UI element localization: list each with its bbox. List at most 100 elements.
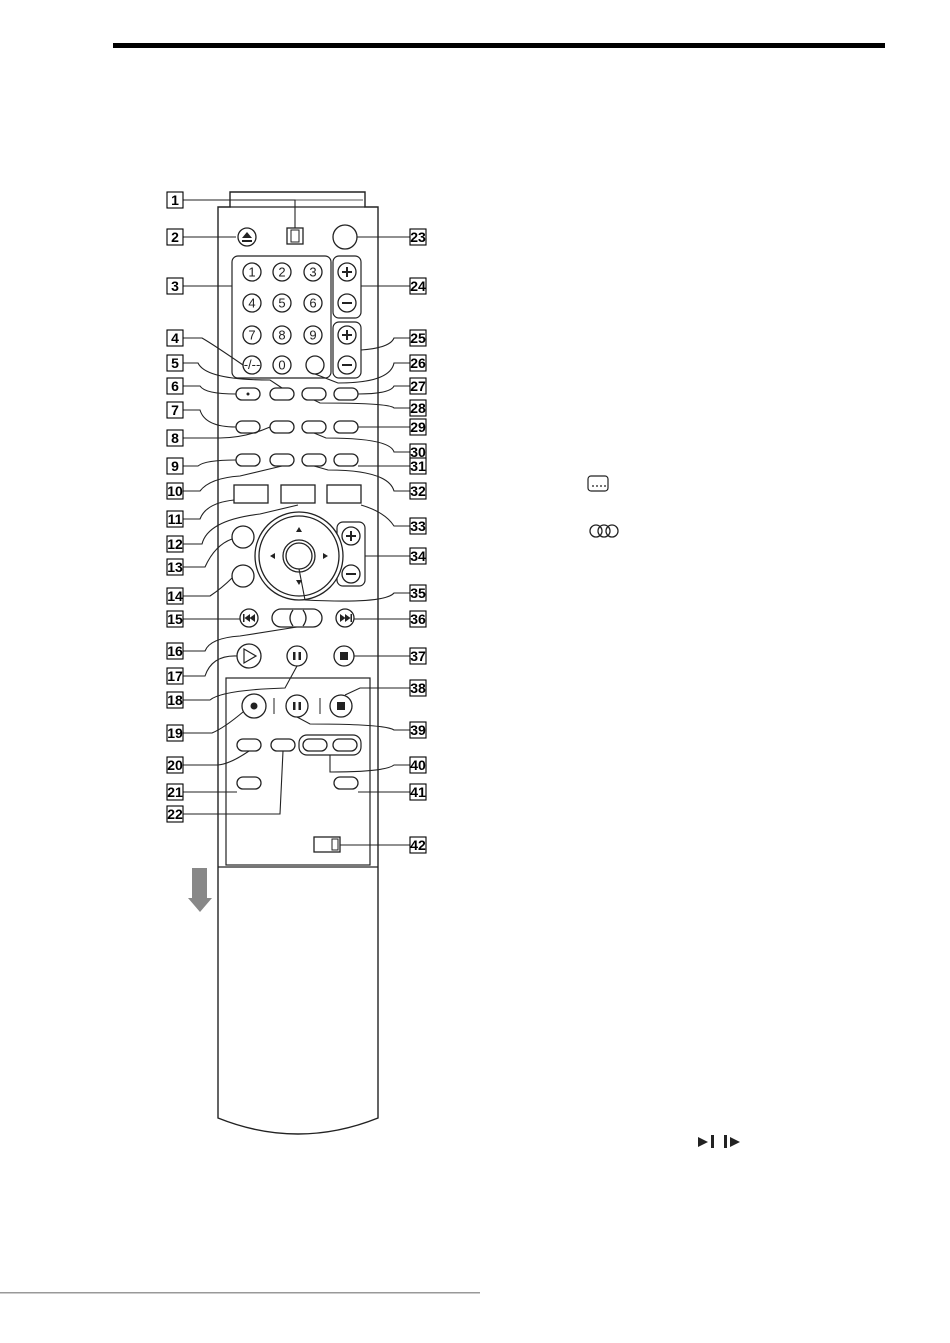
callout-26: 26 bbox=[410, 355, 426, 371]
button-33[interactable] bbox=[327, 485, 361, 503]
callout-39: 39 bbox=[410, 722, 426, 738]
button-28[interactable] bbox=[302, 388, 326, 400]
callout-28: 28 bbox=[410, 400, 426, 416]
callout-number: 9 bbox=[171, 458, 179, 474]
button-10[interactable] bbox=[270, 454, 294, 466]
callout-22: 22 bbox=[167, 806, 183, 822]
callout-7: 7 bbox=[167, 402, 183, 418]
callout-20: 20 bbox=[167, 757, 183, 773]
slide-down-arrow-icon bbox=[188, 868, 212, 912]
callout-number: 6 bbox=[171, 378, 179, 394]
button-7[interactable] bbox=[236, 421, 260, 433]
button-21[interactable] bbox=[237, 777, 261, 789]
navigation-pad[interactable] bbox=[255, 512, 343, 600]
callout-number: 22 bbox=[167, 806, 183, 822]
digit-label-8: 8 bbox=[278, 328, 285, 343]
shuttle-ring[interactable] bbox=[272, 609, 322, 627]
callout-12: 12 bbox=[167, 536, 183, 552]
callout-16: 16 bbox=[167, 643, 183, 659]
button-9[interactable] bbox=[236, 454, 260, 466]
callout-19: 19 bbox=[167, 725, 183, 741]
callout-number: 12 bbox=[167, 536, 183, 552]
callout-36: 36 bbox=[410, 611, 426, 627]
callout-18: 18 bbox=[167, 692, 183, 708]
button-32[interactable] bbox=[302, 454, 326, 466]
button-27[interactable] bbox=[334, 388, 358, 400]
button-26[interactable] bbox=[306, 356, 324, 374]
callout-number: 27 bbox=[410, 378, 426, 394]
record-pause-button[interactable] bbox=[286, 695, 308, 717]
button-8[interactable] bbox=[270, 421, 294, 433]
callout-9: 9 bbox=[167, 458, 183, 474]
callout-number: 38 bbox=[410, 680, 426, 696]
right-callouts: 2324252627282930313233343536373839404142 bbox=[410, 229, 426, 853]
stop-icon bbox=[340, 652, 348, 660]
digit-label-2: 2 bbox=[278, 265, 285, 280]
callout-5: 5 bbox=[167, 355, 183, 371]
button-12[interactable] bbox=[281, 485, 315, 503]
pause-button[interactable] bbox=[287, 646, 307, 666]
button-11[interactable] bbox=[234, 485, 268, 503]
callout-number: 20 bbox=[167, 757, 183, 773]
digit-label-3: 3 bbox=[309, 265, 316, 280]
callout-11: 11 bbox=[167, 511, 183, 527]
callout-29: 29 bbox=[410, 419, 426, 435]
callout-number: 15 bbox=[167, 611, 183, 627]
digit-label-7: 7 bbox=[248, 328, 255, 343]
callout-2: 2 bbox=[167, 229, 183, 245]
callout-4: 4 bbox=[167, 330, 183, 346]
callout-number: 41 bbox=[410, 784, 426, 800]
callout-number: 11 bbox=[168, 511, 183, 527]
callout-number: 13 bbox=[167, 559, 183, 575]
callout-41: 41 bbox=[410, 784, 426, 800]
record-stop-icon bbox=[337, 702, 345, 710]
digit-label-6: 6 bbox=[309, 296, 316, 311]
button-40a[interactable] bbox=[303, 739, 327, 751]
callout-number: 18 bbox=[167, 692, 183, 708]
callout-25: 25 bbox=[410, 330, 426, 346]
callout-number: 37 bbox=[410, 648, 426, 664]
button-29[interactable] bbox=[334, 421, 358, 433]
callout-number: 35 bbox=[410, 585, 426, 601]
button-30[interactable] bbox=[302, 421, 326, 433]
button-31[interactable] bbox=[334, 454, 358, 466]
button-13[interactable] bbox=[232, 526, 254, 548]
callout-number: 14 bbox=[167, 588, 183, 604]
callout-number: 26 bbox=[410, 355, 426, 371]
callout-number: 34 bbox=[410, 548, 426, 564]
audio-icon bbox=[590, 525, 618, 537]
callout-number: 19 bbox=[167, 725, 183, 741]
button-14[interactable] bbox=[232, 565, 254, 587]
button-20[interactable] bbox=[237, 739, 261, 751]
callout-number: 24 bbox=[410, 278, 426, 294]
callout-37: 37 bbox=[410, 648, 426, 664]
digit-label-9: 9 bbox=[309, 328, 316, 343]
button-41[interactable] bbox=[334, 777, 358, 789]
power-button[interactable] bbox=[333, 225, 357, 249]
callout-33: 33 bbox=[410, 518, 426, 534]
callout-31: 31 bbox=[410, 458, 426, 474]
button-5[interactable] bbox=[270, 388, 294, 400]
callout-13: 13 bbox=[167, 559, 183, 575]
button-22[interactable] bbox=[271, 739, 295, 751]
callout-6: 6 bbox=[167, 378, 183, 394]
callout-10: 10 bbox=[167, 483, 183, 499]
callout-number: 10 bbox=[167, 483, 183, 499]
callout-number: 2 bbox=[171, 229, 179, 245]
callout-35: 35 bbox=[410, 585, 426, 601]
frame-step-icon bbox=[698, 1135, 740, 1148]
callout-34: 34 bbox=[410, 548, 426, 564]
callout-42: 42 bbox=[410, 837, 426, 853]
callout-number: 7 bbox=[171, 402, 179, 418]
callout-number: 31 bbox=[410, 458, 426, 474]
callout-number: 5 bbox=[171, 355, 179, 371]
header-rule bbox=[113, 43, 885, 48]
callout-number: 40 bbox=[410, 757, 426, 773]
callout-40: 40 bbox=[410, 757, 426, 773]
digit-label-5: 5 bbox=[278, 296, 285, 311]
callout-number: 23 bbox=[410, 229, 426, 245]
button-40b[interactable] bbox=[333, 739, 357, 751]
callout-27: 27 bbox=[410, 378, 426, 394]
